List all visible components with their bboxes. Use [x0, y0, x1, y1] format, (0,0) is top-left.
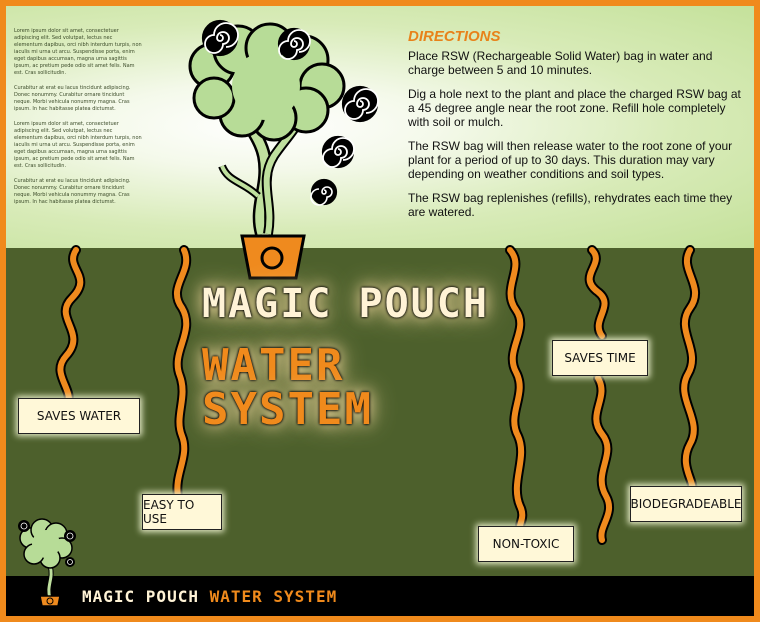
feature-tag-biodegradeable: BIODEGRADEABLE	[630, 486, 742, 522]
title-line-1: Magic Pouch	[202, 281, 489, 327]
spiral-ornaments	[201, 19, 379, 206]
feature-tag-easy-to-use: EASY TO USE	[142, 494, 222, 530]
root-3	[505, 245, 528, 535]
root-4	[584, 245, 615, 545]
lorem-paragraph: Curabitur at erat eu lacus tincidunt adi…	[14, 178, 131, 205]
directions-heading: DIRECTIONS	[408, 28, 501, 45]
footer-bar: Magic Pouch Water System	[6, 576, 754, 616]
feature-label: EASY TO USE	[143, 498, 195, 526]
direction-step: Place RSW (Rechargeable Solid Water) bag…	[408, 49, 713, 77]
feature-label: BIODEGRADEABLE	[630, 497, 742, 511]
lorem-paragraph: Lorem ipsum dolor sit amet, consectetuer…	[14, 121, 142, 169]
placeholder-text-column: Lorem ipsum dolor sit amet, consectetuer…	[14, 28, 142, 214]
direction-step: The RSW bag replenishes (refills), rehyd…	[408, 191, 733, 219]
feature-tag-saves-water: SAVES WATER	[18, 398, 140, 434]
main-title: Magic Pouch Water System	[202, 284, 502, 432]
feature-label: NON-TOXIC	[492, 537, 560, 551]
tree-illustration	[188, 19, 379, 280]
root-1	[55, 245, 86, 411]
direction-step: Dig a hole next to the plant and place t…	[408, 87, 741, 129]
sky-panel: Lorem ipsum dolor sit amet, consectetuer…	[6, 6, 754, 248]
feature-label: SAVES TIME	[564, 351, 636, 365]
footer-title-line-1: Magic Pouch	[82, 587, 199, 606]
feature-tag-saves-time: SAVES TIME	[552, 340, 648, 376]
footer-title: Magic Pouch Water System	[82, 587, 337, 606]
title-line-2: Water System	[202, 340, 373, 435]
roots-illustration	[55, 19, 700, 545]
directions-panel: DIRECTIONS Place RSW (Rechargeable Solid…	[408, 28, 750, 229]
feature-tag-non-toxic: NON-TOXIC	[478, 526, 574, 562]
footer-title-line-2: Water System	[209, 587, 338, 606]
flower-pot	[240, 234, 306, 280]
root-2	[172, 245, 192, 501]
root-5	[679, 245, 700, 497]
lorem-paragraph: Lorem ipsum dolor sit amet, consectetuer…	[14, 28, 142, 76]
feature-label: SAVES WATER	[36, 409, 122, 423]
footer-tree-logo	[18, 518, 76, 607]
direction-step: The RSW bag will then release water to t…	[408, 139, 733, 181]
lorem-paragraph: Curabitur at erat eu lacus tincidunt adi…	[14, 85, 131, 112]
